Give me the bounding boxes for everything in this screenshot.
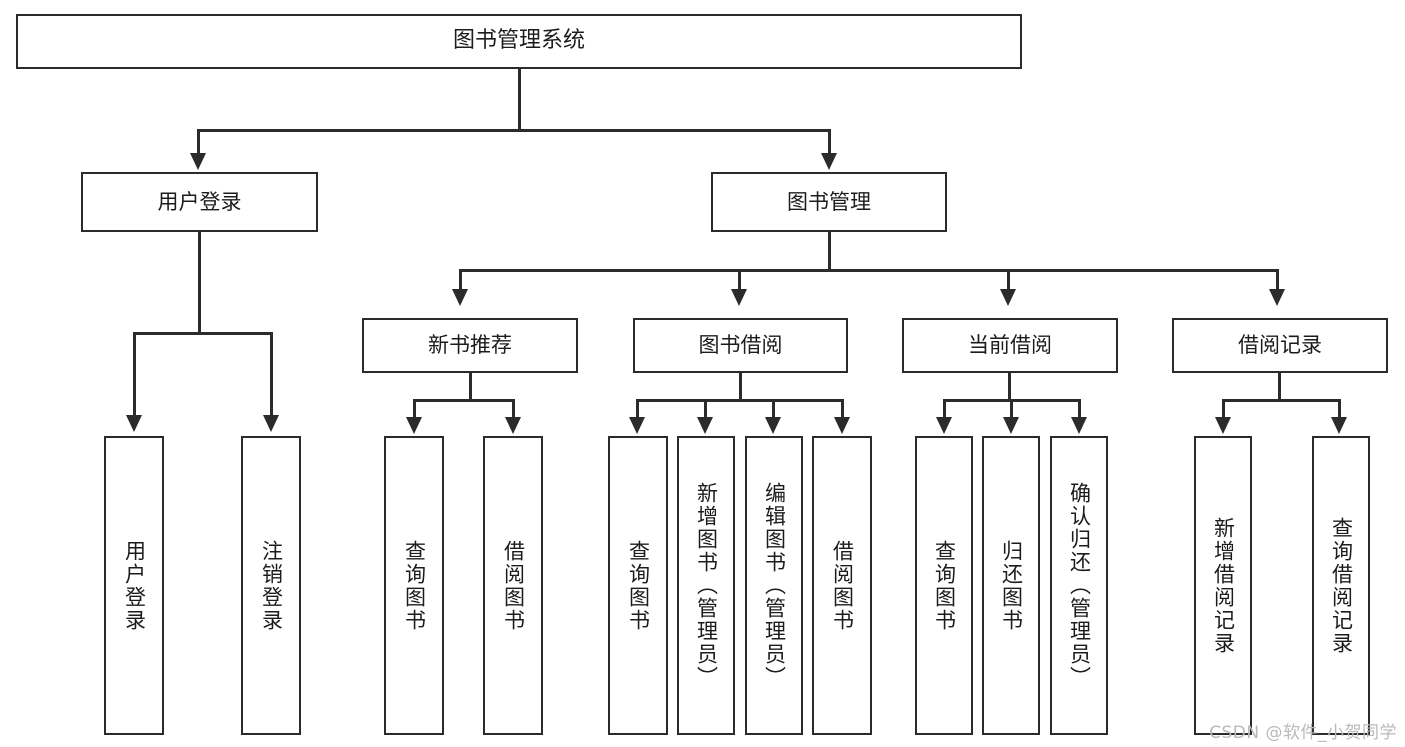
arrow-bb-leaf-2 — [697, 417, 713, 434]
connector-br-bus — [1222, 399, 1341, 402]
connector-cb-drop-1 — [943, 399, 946, 419]
arrow-bb-leaf-4 — [834, 417, 850, 434]
arrow-cb-leaf-3 — [1071, 417, 1087, 434]
node-label: 新增图书（管理员） — [694, 482, 719, 689]
leaf-cb-query-book[interactable]: 查询图书 — [915, 436, 973, 735]
node-label: 借阅图书 — [501, 539, 526, 632]
node-label: 编辑图书（管理员） — [762, 482, 787, 689]
arrow-bb-leaf-3 — [765, 417, 781, 434]
connector-book-manage-bus — [459, 269, 1279, 272]
connector-bb-drop-3 — [772, 399, 775, 419]
node-book-borrow[interactable]: 图书借阅 — [633, 318, 848, 373]
leaf-bb-query-book[interactable]: 查询图书 — [608, 436, 668, 735]
arrow-to-user-login — [190, 153, 206, 170]
node-label: 借阅记录 — [1238, 333, 1322, 358]
leaf-logout[interactable]: 注销登录 — [241, 436, 301, 735]
node-label: 查询借阅记录 — [1329, 516, 1354, 655]
node-label: 新书推荐 — [428, 333, 512, 358]
arrow-to-leaf-logout — [263, 415, 279, 432]
node-label: 图书管理系统 — [452, 28, 585, 54]
arrow-br-leaf-2 — [1331, 417, 1347, 434]
connector-cb-stem — [1008, 373, 1011, 401]
connector-bm-drop-1 — [459, 269, 462, 291]
node-label: 用户登录 — [157, 189, 242, 214]
connector-cb-drop-2 — [1010, 399, 1013, 419]
connector-root-drop-right — [828, 129, 831, 156]
node-user-login[interactable]: 用户登录 — [81, 172, 318, 232]
arrow-to-current-borrow — [1000, 289, 1016, 306]
connector-user-login-bus — [133, 332, 273, 335]
connector-user-login-drop-1 — [133, 332, 136, 417]
arrow-nbr-leaf-2 — [505, 417, 521, 434]
connector-user-login-drop-2 — [270, 332, 273, 417]
node-new-book-recommend[interactable]: 新书推荐 — [362, 318, 578, 373]
node-label: 用户登录 — [122, 539, 147, 632]
connector-user-login-stem — [198, 232, 201, 334]
leaf-bb-add-book[interactable]: 新增图书（管理员） — [677, 436, 735, 735]
leaf-nbr-query-book[interactable]: 查询图书 — [384, 436, 444, 735]
connector-root-drop-left — [197, 129, 200, 156]
leaf-cb-return-book[interactable]: 归还图书 — [982, 436, 1040, 735]
connector-br-drop-1 — [1222, 399, 1225, 419]
connector-bm-drop-3 — [1007, 269, 1010, 291]
connector-nbr-bus — [413, 399, 515, 402]
node-book-manage[interactable]: 图书管理 — [711, 172, 947, 232]
node-label: 归还图书 — [999, 539, 1024, 632]
node-label: 查询图书 — [626, 539, 651, 632]
node-label: 图书借阅 — [698, 333, 783, 358]
connector-nbr-drop-2 — [512, 399, 515, 419]
connector-nbr-drop-1 — [413, 399, 416, 419]
connector-cb-drop-3 — [1078, 399, 1081, 419]
arrow-to-borrow-records — [1269, 289, 1285, 306]
arrow-to-new-book-recommend — [452, 289, 468, 306]
arrow-bb-leaf-1 — [629, 417, 645, 434]
node-label: 确认归还（管理员） — [1067, 482, 1092, 689]
leaf-br-add-record[interactable]: 新增借阅记录 — [1194, 436, 1252, 735]
node-label: 查询图书 — [932, 539, 957, 632]
node-label: 图书管理 — [787, 189, 871, 214]
connector-bb-stem — [739, 373, 742, 401]
leaf-br-query-record[interactable]: 查询借阅记录 — [1312, 436, 1370, 735]
leaf-nbr-borrow-book[interactable]: 借阅图书 — [483, 436, 543, 735]
connector-bb-drop-2 — [704, 399, 707, 419]
node-root-system[interactable]: 图书管理系统 — [16, 14, 1022, 69]
connector-nbr-stem — [469, 373, 472, 401]
connector-bb-drop-1 — [636, 399, 639, 419]
connector-bm-drop-2 — [738, 269, 741, 291]
connector-br-drop-2 — [1338, 399, 1341, 419]
node-label: 新增借阅记录 — [1211, 516, 1236, 655]
node-label: 查询图书 — [402, 539, 427, 632]
arrow-to-book-borrow — [731, 289, 747, 306]
node-label: 借阅图书 — [830, 539, 855, 632]
connector-bm-drop-4 — [1276, 269, 1279, 291]
leaf-bb-borrow-book[interactable]: 借阅图书 — [812, 436, 872, 735]
arrow-to-leaf-user-login — [126, 415, 142, 432]
arrow-nbr-leaf-1 — [406, 417, 422, 434]
arrow-cb-leaf-1 — [936, 417, 952, 434]
connector-root-stem — [518, 69, 521, 131]
arrow-br-leaf-1 — [1215, 417, 1231, 434]
connector-bb-bus — [636, 399, 844, 402]
leaf-bb-edit-book[interactable]: 编辑图书（管理员） — [745, 436, 803, 735]
connector-br-stem — [1278, 373, 1281, 401]
connector-root-bus — [197, 129, 831, 132]
arrow-to-book-manage — [821, 153, 837, 170]
connector-bb-drop-4 — [841, 399, 844, 419]
node-borrow-records[interactable]: 借阅记录 — [1172, 318, 1388, 373]
leaf-cb-confirm-return[interactable]: 确认归还（管理员） — [1050, 436, 1108, 735]
leaf-user-login[interactable]: 用户登录 — [104, 436, 164, 735]
connector-book-manage-stem — [828, 232, 831, 271]
node-label: 当前借阅 — [968, 333, 1052, 358]
node-current-borrow[interactable]: 当前借阅 — [902, 318, 1118, 373]
arrow-cb-leaf-2 — [1003, 417, 1019, 434]
node-label: 注销登录 — [259, 539, 284, 632]
